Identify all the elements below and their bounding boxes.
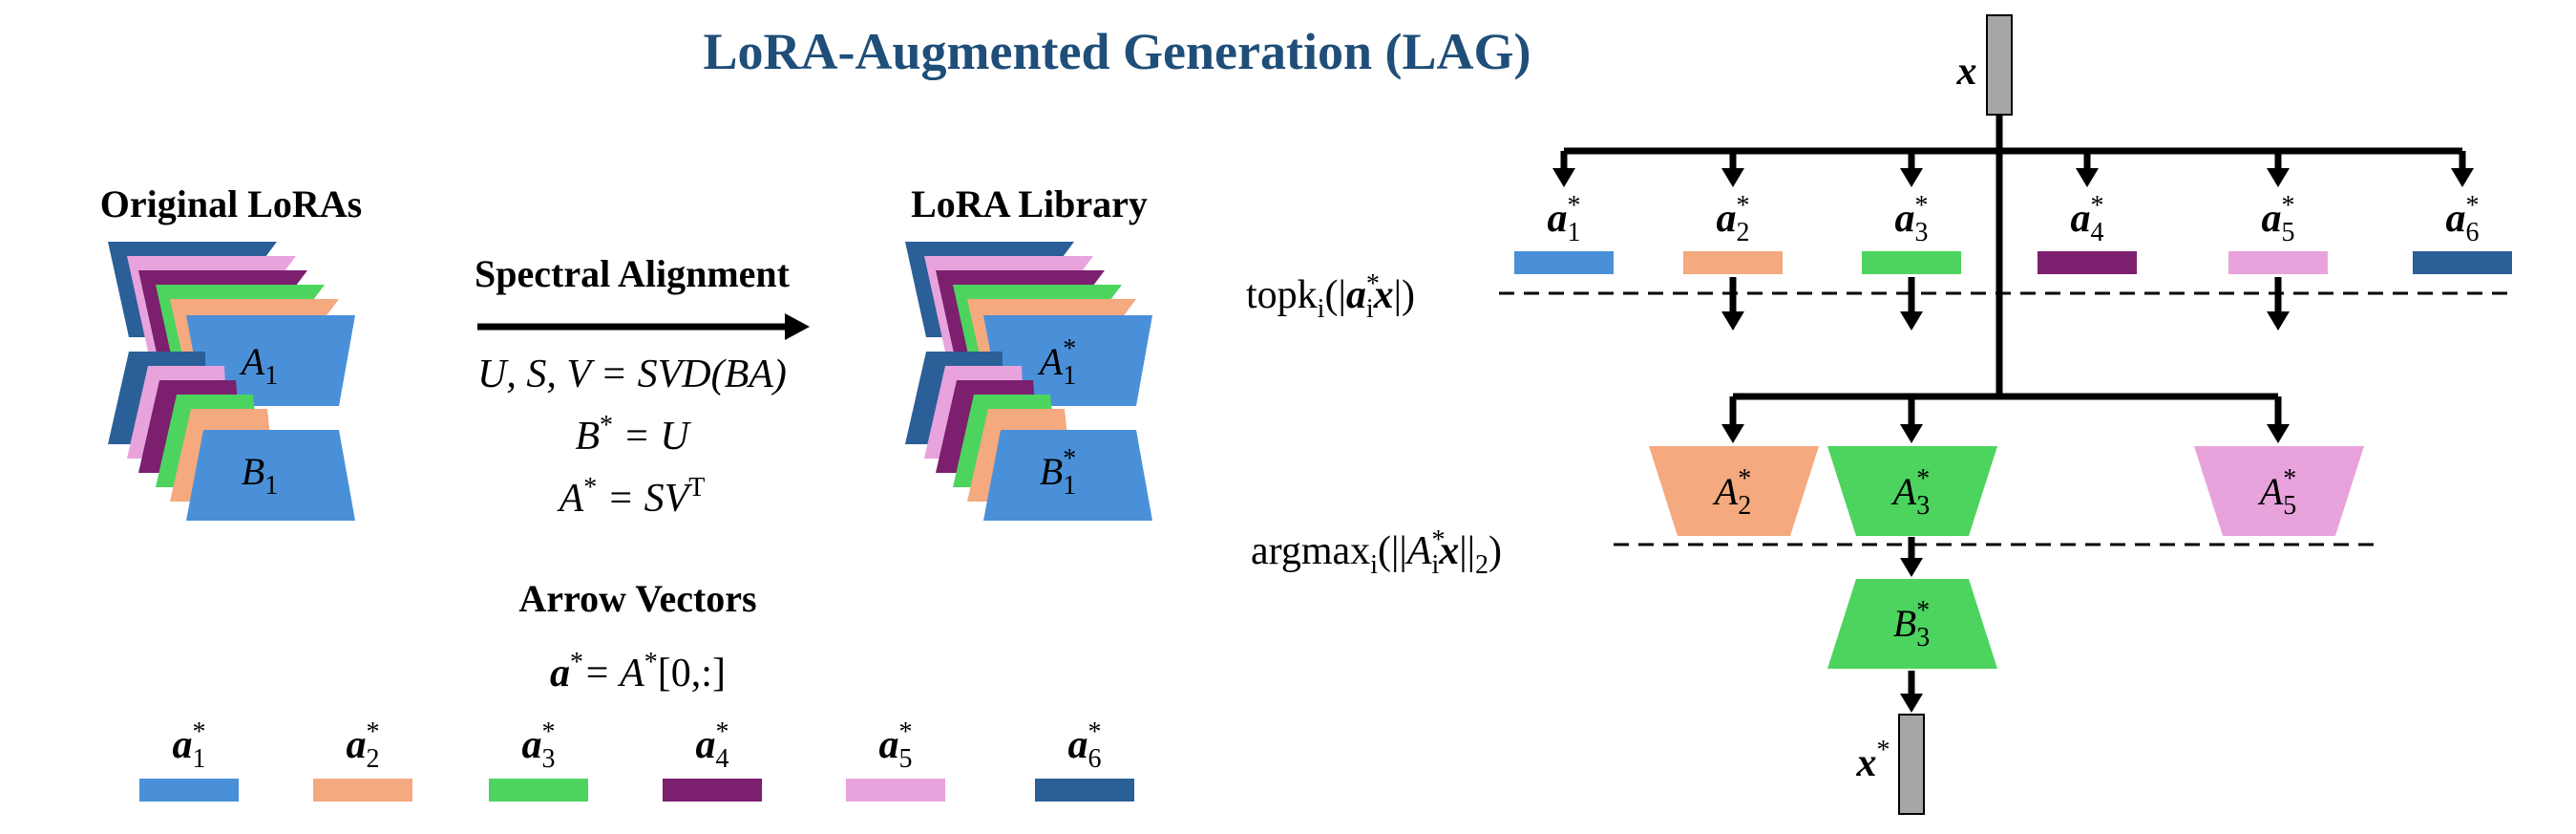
right-vector-3-label: a*3 [1895, 191, 1929, 247]
input-x-bar [1986, 14, 2013, 116]
output-x-star-bar [1898, 714, 1925, 815]
arrowhead-1 [1552, 168, 1575, 187]
selected-a3-block [1827, 446, 1997, 536]
original-lora-stack: A1 B1 [108, 242, 355, 521]
topk-arrowhead-5 [2267, 311, 2290, 331]
left-vector-1-bar [139, 779, 239, 802]
left-vector-4: a*4 [663, 717, 762, 802]
routing-arrowheads [1552, 168, 2474, 713]
spectral-alignment-title: Spectral Alignment [475, 252, 791, 295]
output-x-star-label: x* [1856, 736, 1890, 785]
selected-a5-label: A*5 [2257, 464, 2296, 521]
sel-arrowhead-2 [1721, 424, 1744, 443]
right-vector-2-label: a*2 [1717, 191, 1750, 247]
selected-a5-block [2194, 446, 2364, 536]
left-vector-1: a*1 [139, 717, 239, 802]
output-arrowhead [1900, 694, 1923, 713]
left-vector-3-label: a*3 [522, 717, 556, 774]
b1-label: B1 [242, 450, 278, 501]
input-x-label: x [1956, 50, 1977, 94]
topk-arrowhead-3 [1900, 311, 1923, 331]
sel-arrowhead-5 [2267, 424, 2290, 443]
left-vector-3-bar [489, 779, 588, 802]
b3-block [1827, 579, 1997, 669]
b-star-equation: B* = U [575, 411, 691, 459]
sel-arrowhead-3 [1900, 424, 1923, 443]
arrowhead-2 [1721, 168, 1744, 187]
topk-label: topki(|a*ix|) [1246, 269, 1415, 324]
left-vector-2-label: a*2 [347, 717, 380, 774]
right-vector-5-bar [2228, 251, 2328, 274]
b3-arrowhead [1900, 558, 1923, 577]
right-vector-6-bar [2413, 251, 2512, 274]
routing-flow [1560, 14, 2466, 697]
arrowhead-3 [1900, 168, 1923, 187]
right-vector-6-label: a*6 [2446, 191, 2480, 247]
b3-label: B*3 [1893, 596, 1930, 652]
arrowhead-5 [2267, 168, 2290, 187]
spectral-arrow-head [785, 313, 810, 340]
right-vector-1-label: a*1 [1548, 191, 1581, 247]
a1-star-label: A*1 [1037, 334, 1076, 391]
lora-library-title: LoRA Library [911, 182, 1148, 225]
left-vector-6-bar [1035, 779, 1134, 802]
left-vector-6: a*6 [1035, 717, 1134, 802]
left-vector-2-bar [313, 779, 412, 802]
selected-a3-label: A*3 [1890, 464, 1930, 521]
b1-star-label: B*1 [1040, 444, 1076, 501]
left-vector-5-bar [846, 779, 945, 802]
left-vector-4-bar [663, 779, 762, 802]
left-vector-2: a*2 [313, 717, 412, 802]
argmax-label: argmaxi(||A*ix||2) [1251, 525, 1502, 580]
right-vector-4-bar [2038, 251, 2137, 274]
right-vector-3-bar [1862, 251, 1961, 274]
selected-a2-block [1649, 446, 1819, 536]
left-vector-legend: a*1 a*2 a*3 a*4 a*5 a*6 [139, 717, 1134, 802]
right-vector-row: a*1 a*2 a*3 a*4 a*5 a*6 [1514, 191, 2512, 274]
lora-library-stack: A*1 B*1 [905, 242, 1152, 521]
a1-label: A1 [239, 340, 278, 391]
figure-title: LoRA-Augmented Generation (LAG) [704, 23, 1531, 80]
right-vector-1-bar [1514, 251, 1614, 274]
left-vector-3: a*3 [489, 717, 588, 802]
arrow-vectors-title: Arrow Vectors [518, 577, 756, 620]
lib-b1-block [983, 430, 1152, 521]
left-vector-4-label: a*4 [696, 717, 729, 774]
right-vector-4-label: a*4 [2071, 191, 2104, 247]
left-vector-6-label: a*6 [1068, 717, 1102, 774]
svd-equation: U, S, V = SVD(BA) [477, 353, 787, 396]
selected-a2-label: A*2 [1712, 464, 1751, 521]
arrowhead-6 [2451, 168, 2474, 187]
lora-b1-block [186, 430, 355, 521]
left-vector-1-label: a*1 [173, 717, 206, 774]
left-vector-5-label: a*5 [879, 717, 913, 774]
selected-a-blocks: A*2 A*3 A*5 [1649, 446, 2364, 536]
right-vector-2-bar [1683, 251, 1783, 274]
arrowhead-4 [2076, 168, 2099, 187]
right-vector-5-label: a*5 [2262, 191, 2295, 247]
left-vector-5: a*5 [846, 717, 945, 802]
original-loras-title: Original LoRAs [100, 182, 362, 225]
topk-arrowhead-2 [1721, 311, 1744, 331]
a-star-equation: A* = SVT [557, 473, 706, 521]
arrow-vector-equation: a*= A*[0,:] [550, 648, 726, 695]
